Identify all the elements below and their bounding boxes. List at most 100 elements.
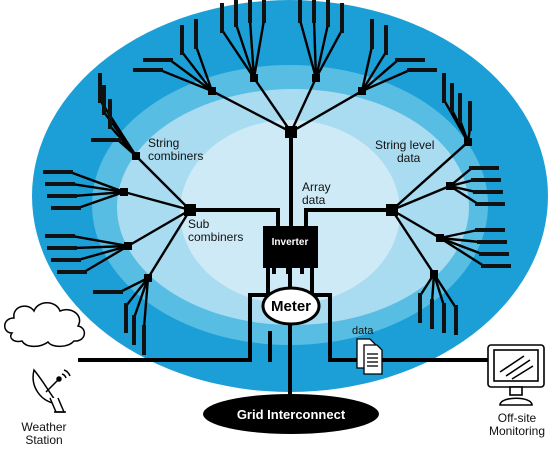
combiner-box (358, 87, 366, 95)
wire-segment (430, 272, 436, 304)
solar-panel (431, 68, 437, 72)
combiner-box (124, 242, 132, 250)
solar-panel (53, 246, 59, 250)
solar-panel (430, 317, 434, 323)
solar-panel (430, 305, 434, 311)
solar-panel (93, 290, 99, 294)
solar-panel (194, 43, 198, 49)
solar-panel (384, 37, 388, 43)
wire-segment (118, 276, 150, 294)
meter-label: Meter (271, 298, 311, 315)
offsite-monitoring-label-2: Monitoring (489, 424, 545, 438)
solar-panel (59, 246, 65, 250)
solar-panel (61, 170, 67, 174)
panel-string (45, 182, 75, 186)
wire-segment (438, 236, 486, 268)
solar-panel (491, 190, 497, 194)
solar-panel (468, 119, 472, 125)
solar-panel (132, 315, 136, 321)
solar-panel (475, 202, 481, 206)
solar-panel (262, 11, 266, 17)
solar-panel (194, 37, 198, 43)
solar-panel (493, 264, 499, 268)
panel-string (102, 85, 106, 115)
solar-panel (142, 331, 146, 337)
panel-string (194, 19, 198, 49)
solar-panel (45, 182, 51, 186)
combiner-box (208, 87, 216, 95)
solar-panel (473, 190, 479, 194)
wire-segment (70, 234, 130, 248)
solar-panel (501, 240, 507, 244)
panel-string (454, 305, 458, 335)
solar-panel (43, 170, 49, 174)
wire-segment (122, 190, 192, 212)
solar-panel (124, 303, 128, 309)
solar-panel (487, 228, 493, 232)
solar-panel (491, 252, 497, 256)
wire-segment (72, 244, 130, 250)
solar-panel (248, 5, 252, 11)
sub-combiners-label-2: combiners (188, 230, 243, 244)
solar-panel (477, 178, 483, 182)
weather-station-label-1: Weather (21, 420, 66, 434)
panel-string (395, 58, 425, 62)
monitor-icon (487, 344, 545, 406)
panel-string (312, 0, 316, 23)
panel-string (132, 315, 136, 345)
wire-segment (314, 28, 344, 80)
solar-panel (312, 5, 316, 11)
solar-panel (91, 138, 97, 142)
solar-panel (132, 327, 136, 333)
solar-panel (495, 240, 501, 244)
solar-panel (142, 325, 146, 331)
solar-panel (55, 170, 61, 174)
solar-panel (71, 246, 77, 250)
solar-panel (132, 333, 136, 339)
panel-string (47, 194, 77, 198)
solar-panel (234, 3, 238, 9)
solar-panel (454, 329, 458, 335)
solar-panel (57, 182, 63, 186)
solar-panel (161, 58, 167, 62)
solar-panel (108, 117, 112, 123)
panel-string (98, 73, 102, 103)
solar-panel (124, 309, 128, 315)
wire-segment (248, 18, 256, 80)
panel-string (442, 73, 446, 103)
solar-panel (418, 293, 422, 299)
wire-segment (432, 272, 446, 308)
array-data-label-1: Array (302, 180, 331, 194)
solar-panel (298, 11, 302, 17)
solar-panel (479, 252, 485, 256)
solar-panel (180, 31, 184, 37)
solar-panel (495, 178, 501, 182)
solar-panel (124, 321, 128, 327)
solar-panel (298, 5, 302, 11)
solar-panel (370, 25, 374, 31)
grid-interconnect: Grid Interconnect (203, 394, 379, 434)
solar-panel (475, 228, 481, 232)
solar-panel (298, 0, 302, 5)
solar-panel (458, 99, 462, 105)
wire-segment (220, 28, 256, 80)
solar-panel (384, 31, 388, 37)
solar-panel (407, 68, 413, 72)
solar-panel (340, 27, 344, 33)
solar-panel (157, 68, 163, 72)
wire-segment (72, 190, 126, 198)
solar-panel (69, 258, 75, 262)
solar-panel (503, 252, 509, 256)
wire-segment (438, 228, 480, 240)
solar-panel (45, 234, 51, 238)
solar-panel (139, 68, 145, 72)
solar-panel (298, 17, 302, 23)
solar-panel (180, 43, 184, 49)
solar-panel (487, 202, 493, 206)
solar-panel (430, 299, 434, 305)
solar-panel (220, 27, 224, 33)
solar-panel (71, 194, 77, 198)
solar-panel (442, 85, 446, 91)
solar-panel (124, 315, 128, 321)
panel-string (51, 206, 81, 210)
